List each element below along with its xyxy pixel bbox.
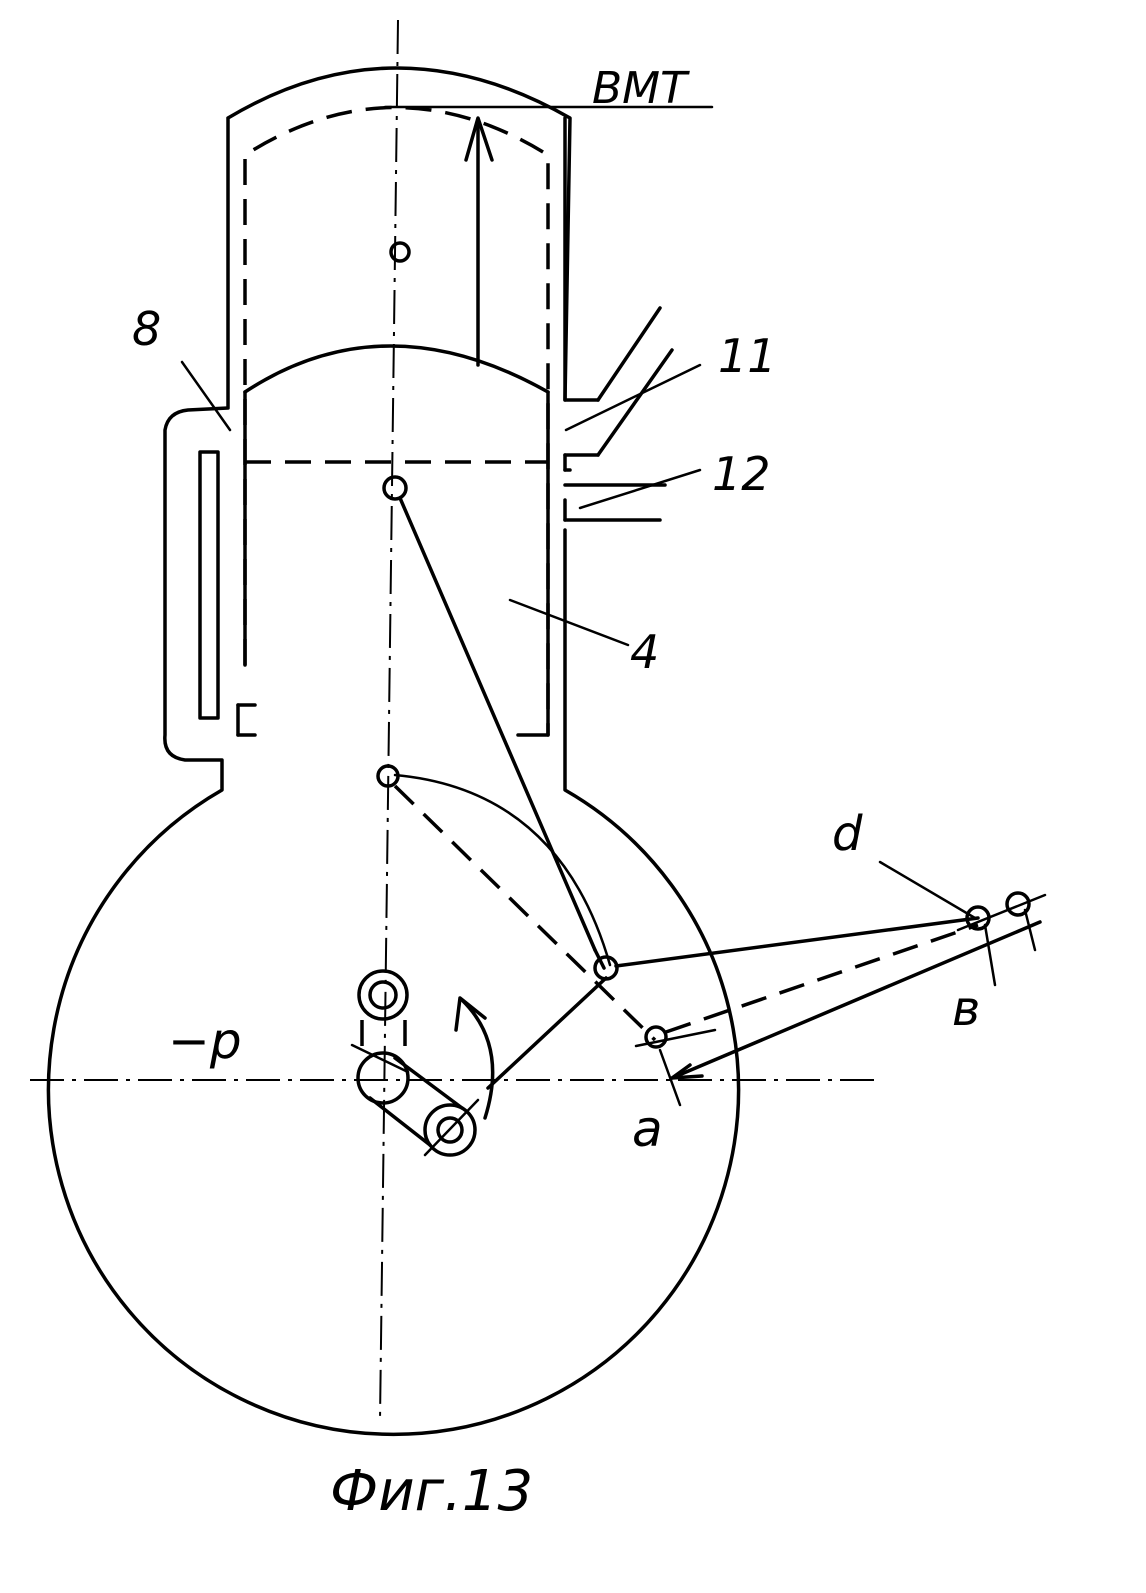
connecting-rod xyxy=(398,496,597,952)
leader-4 xyxy=(508,598,630,647)
link-rod-lower xyxy=(670,920,1042,1080)
label-11: 11 xyxy=(718,329,777,383)
leader-v xyxy=(983,923,997,987)
shaft-upper-outer xyxy=(357,969,409,1021)
vertical-centerline xyxy=(379,19,399,1421)
leader-12 xyxy=(578,468,702,510)
crank-web xyxy=(368,1056,464,1147)
label-d: d xyxy=(832,806,863,862)
link-rod-dashed xyxy=(665,923,979,1034)
leader-a xyxy=(658,1048,682,1107)
leader-8 xyxy=(180,360,232,432)
label-v: в xyxy=(952,981,980,1037)
leader-d xyxy=(878,860,977,920)
pivot-a-mark xyxy=(634,1028,717,1048)
leader-11 xyxy=(564,363,702,432)
pivot-d-tick xyxy=(1023,908,1037,952)
transfer-channel xyxy=(198,450,220,720)
crank-arm xyxy=(486,976,608,1090)
journal-mark xyxy=(350,1043,410,1074)
exhaust-duct-lower xyxy=(596,348,674,457)
pivot-d-outer xyxy=(1005,891,1031,917)
label-tdc: ВМТ xyxy=(592,63,690,114)
label-a: a xyxy=(632,1100,663,1158)
piston-pin-tdc xyxy=(389,241,411,263)
label-12: 12 xyxy=(712,447,771,501)
piston-tdc-outline xyxy=(243,105,550,735)
rotation-arrow xyxy=(460,998,495,1120)
rotation-arrowhead xyxy=(454,996,487,1032)
link-rod-upper xyxy=(614,916,980,968)
stroke-arrowhead xyxy=(464,116,494,162)
main-journal xyxy=(356,1051,410,1105)
cylinder-outline xyxy=(46,66,741,1437)
eccentric-mark xyxy=(423,1098,480,1157)
crank-pin xyxy=(593,955,619,981)
piston-pin xyxy=(382,475,408,501)
link-arrowhead xyxy=(670,1063,704,1080)
eccentric-outer xyxy=(423,1103,477,1157)
label-4: 4 xyxy=(630,625,659,679)
label-minus-p: −p xyxy=(168,1012,242,1070)
shaft-upper-inner xyxy=(368,980,398,1010)
piston-crown xyxy=(243,344,550,394)
swing-arc xyxy=(393,773,612,967)
pivot-a xyxy=(644,1025,668,1049)
exhaust-duct-upper xyxy=(596,306,662,402)
lever-dashed-position xyxy=(393,784,657,1042)
label-8: 8 xyxy=(132,302,161,356)
pivot-d-axis xyxy=(956,893,1047,932)
eccentric-inner xyxy=(436,1116,464,1144)
figure-caption: Фиг.13 xyxy=(330,1459,533,1524)
